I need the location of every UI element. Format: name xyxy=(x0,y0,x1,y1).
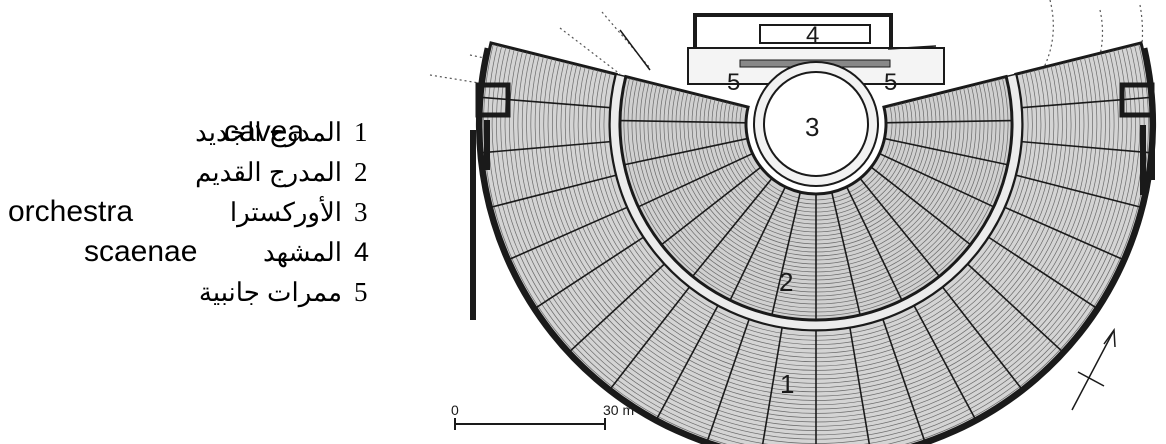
legend-number-5: 5 xyxy=(354,277,368,307)
legend-latin-1: cavea xyxy=(224,115,305,148)
plan-label-2: 2 xyxy=(779,267,793,297)
legend-number-3: 3 xyxy=(354,197,368,227)
legend-item-2: المدرج القديم 2 xyxy=(0,153,400,191)
legend-arabic-5: ممرات جانبية xyxy=(198,277,342,307)
legend-number-1: 1 xyxy=(354,117,368,147)
plan-label-3: 3 xyxy=(805,112,819,142)
legend-arabic-3: الأوركسترا xyxy=(229,197,342,227)
plan-label-5-left: 5 xyxy=(727,69,740,96)
side-wing-left xyxy=(470,82,511,320)
cavea-seating xyxy=(476,41,1157,444)
legend-item-1: cavea المدرج الجديد 1 xyxy=(0,113,400,151)
scale-end-label: 30 m xyxy=(603,402,634,418)
plan-label-5-right: 5 xyxy=(884,69,897,96)
north-arrow-icon xyxy=(1071,327,1116,411)
legend-item-5: ممرات جانبية 5 xyxy=(0,273,400,311)
legend-arabic-1: المدرج الجديد xyxy=(195,117,342,147)
legend-arabic-4: المشهد xyxy=(262,237,342,267)
side-wing-right xyxy=(1119,82,1155,195)
scale-start-label: 0 xyxy=(451,402,459,418)
legend-arabic-2: المدرج القديم xyxy=(195,157,342,187)
legend-item-3: orchestra الأوركسترا 3 xyxy=(0,193,400,231)
theatre-plan: 3 4 5 5 2 1 0 30 m xyxy=(429,0,1157,444)
legend-number-4: 4 xyxy=(354,237,370,267)
legend-number-2: 2 xyxy=(354,157,368,187)
legend-item-4: scaenae المشهد 4 xyxy=(0,233,400,271)
legend-latin-4: scaenae xyxy=(84,235,198,268)
legend-latin-3: orchestra xyxy=(8,195,134,228)
scale-bar: 0 30 m xyxy=(451,402,634,430)
plan-label-4: 4 xyxy=(806,22,819,49)
plan-label-1: 1 xyxy=(780,369,794,399)
legend: cavea المدرج الجديد 1 المدرج القديم 2 or… xyxy=(0,0,400,444)
orchestra xyxy=(753,61,879,187)
